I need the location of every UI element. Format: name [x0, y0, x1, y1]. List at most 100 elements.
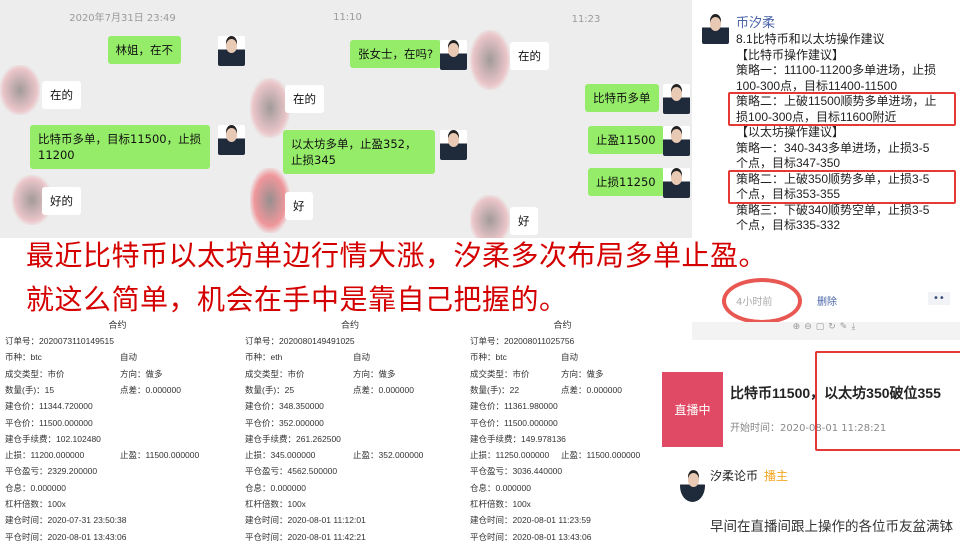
image-toolbar: ⊕⊖▢↻✎⤓ [692, 322, 960, 340]
chat-bubble: 比特币多单，目标11500，止损11200 [30, 125, 210, 169]
live-stream-panel: 直播中 比特币11500，以太坊350破位355 开始时间：2020-08-01… [660, 351, 960, 550]
chat-bubble: 张女士，在吗? [350, 40, 442, 68]
order-field-leverage: 杠杆倍数：100x [245, 499, 306, 509]
redacted-avatar [250, 168, 290, 233]
order-field-pnl: 平仓盈亏：2329.200000 [5, 466, 98, 477]
order-field-fee: 建仓手续费：149.978136 [470, 433, 566, 444]
order-field-close-time: 平仓时间：2020-08-01 11:42:21 [245, 531, 366, 542]
chat-panel-2: 11:10 张女士，在吗? 在的 以太坊多单，止盈352，止损345 好 [245, 0, 470, 238]
live-title[interactable]: 比特币11500，以太坊350破位355 [730, 385, 941, 401]
post-line: 策略三：下破340顺势空单，止损3-5 [736, 202, 930, 217]
author-name[interactable]: 币汐柔 [736, 16, 776, 31]
order-field-coin: 币种：eth [245, 352, 283, 363]
order-field-close-time: 平仓时间：2020-08-01 13:43:06 [470, 531, 592, 542]
avatar [218, 36, 245, 66]
avatar [663, 126, 690, 156]
chat-timestamp: 2020年7月31日 23:49 [69, 13, 176, 24]
post-line: 策略二：上破350顺势多单，止损3-5 [736, 171, 930, 186]
order-field-spread: 点差：0.000000 [120, 384, 181, 395]
order-field-leverage: 杠杆倍数：100x [5, 499, 66, 509]
order-field-stop-loss: 止损：345.000000 [245, 450, 316, 461]
order-field-close-price: 平仓价：352.000000 [245, 417, 324, 428]
host-message: 早间在直播间跟上操作的各位币友盆满钵 [710, 519, 953, 535]
order-field-qty: 数量(手)：25 [245, 384, 295, 395]
highlight-box [728, 92, 956, 126]
avatar [440, 40, 467, 70]
order-field-order-no: 订单号：2020080149491025 [245, 336, 355, 346]
order-field-interest: 仓息：0.000000 [470, 482, 531, 493]
post-line: 【比特币操作建议】 [736, 47, 845, 62]
order-detail-3: 合约订单号：202008011025756 币种：btc 自动成交类型：市价 方向：做… [465, 238, 660, 550]
chat-bubble: 在的 [42, 81, 81, 109]
chat-bubble: 好的 [42, 187, 81, 215]
chat-bubble: 好 [285, 192, 313, 220]
order-field-interest: 仓息：0.000000 [5, 482, 66, 493]
order-field-take-profit: 止盈：11500.000000 [561, 450, 641, 461]
post-line: 个点，目标335-332 [736, 218, 841, 232]
order-field-close-price: 平仓价：11500.000000 [470, 417, 558, 428]
order-field-open-price: 建仓价：348.350000 [245, 401, 324, 412]
chat-timestamp: 11:10 [333, 12, 362, 23]
order-field-pnl: 平仓盈亏：4562.500000 [245, 466, 338, 477]
chat-bubble: 林姐，在不 [107, 36, 181, 64]
order-field-mode: 自动 [561, 352, 579, 363]
delete-link[interactable]: 删除 [817, 297, 837, 308]
highlight-box [728, 170, 956, 204]
avatar [663, 84, 690, 114]
order-field-fee: 建仓手续费：102.102480 [5, 433, 101, 444]
chat-bubble: 以太坊多单，止盈352，止损345 [283, 130, 435, 174]
order-field-direction: 方向：做多 [561, 368, 604, 379]
order-field-mode: 自动 [120, 352, 138, 363]
caption-line-2: 就这么简单，机会在手中是靠自己把握的。 [26, 283, 568, 316]
order-field-take-profit: 止盈：352.000000 [353, 450, 424, 461]
order-field-fee: 建仓手续费：261.262500 [245, 433, 341, 444]
order-field-coin: 币种：btc [470, 352, 507, 363]
order-field-mode: 自动 [353, 352, 371, 363]
order-field-close-price: 平仓价：11500.000000 [5, 417, 93, 428]
live-start-time: 开始时间：2020-08-01 11:28:21 [730, 423, 887, 434]
avatar [218, 125, 245, 155]
chat-timestamp: 11:23 [571, 14, 601, 25]
redacted-avatar [470, 30, 510, 90]
live-badge: 直播中 [662, 372, 723, 447]
host-avatar [680, 470, 705, 502]
avatar [663, 168, 690, 198]
order-field-spread: 点差：0.000000 [561, 384, 622, 395]
order-header: 合约 [340, 320, 359, 330]
chat-bubble: 在的 [285, 85, 324, 113]
order-field-leverage: 杠杆倍数：100x [470, 499, 531, 509]
chat-panel-3: 11:23 在的 比特币多单 止盈11500 止损11250 好 [470, 0, 692, 238]
post-line: 策略一：340-343多单进场，止损3-5 [736, 140, 930, 155]
order-field-stop-loss: 止损：11250.000000 [470, 450, 550, 461]
order-field-qty: 数量(手)：22 [470, 384, 520, 395]
order-field-type: 成交类型：市价 [470, 368, 530, 379]
order-field-interest: 仓息：0.000000 [245, 482, 306, 493]
redacted-avatar [250, 78, 290, 138]
order-header: 合约 [108, 320, 127, 330]
strategy-post: 币汐柔 8.1比特币和以太坊操作建议【比特币操作建议】策略一：11100-112… [692, 0, 960, 340]
order-field-qty: 数量(手)：15 [5, 384, 55, 395]
order-header: 合约 [553, 320, 572, 330]
red-circle-annotation [722, 278, 802, 324]
order-field-order-no: 订单号：202008011025756 [470, 336, 575, 346]
highlight-box [815, 351, 960, 451]
post-line: 个点，目标347-350 [736, 156, 841, 170]
order-field-type: 成交类型：市价 [5, 368, 65, 379]
chat-bubble: 止损11250 [588, 168, 664, 196]
order-field-direction: 方向：做多 [353, 368, 396, 379]
post-line: 个点，目标353-355 [736, 187, 841, 201]
caption-line-1: 最近比特币以太坊单边行情大涨，汐柔多次布局多单止盈。 [26, 239, 768, 272]
post-line: 损100-300点，目标11600附近 [736, 109, 897, 124]
more-button[interactable]: •• [928, 292, 950, 305]
post-line: 策略二：上破11500顺势多单进场，止 [736, 94, 937, 108]
chat-bubble: 在的 [510, 42, 549, 70]
order-field-pnl: 平仓盈亏：3036.440000 [470, 466, 563, 477]
order-field-coin: 币种：btc [5, 352, 42, 363]
order-field-order-no: 订单号：2020073110149515 [5, 336, 115, 346]
chat-bubble: 好 [510, 207, 538, 235]
order-field-stop-loss: 止损：11200.000000 [5, 450, 85, 461]
chat-bubble: 比特币多单 [585, 84, 659, 112]
redacted-avatar [470, 195, 510, 238]
